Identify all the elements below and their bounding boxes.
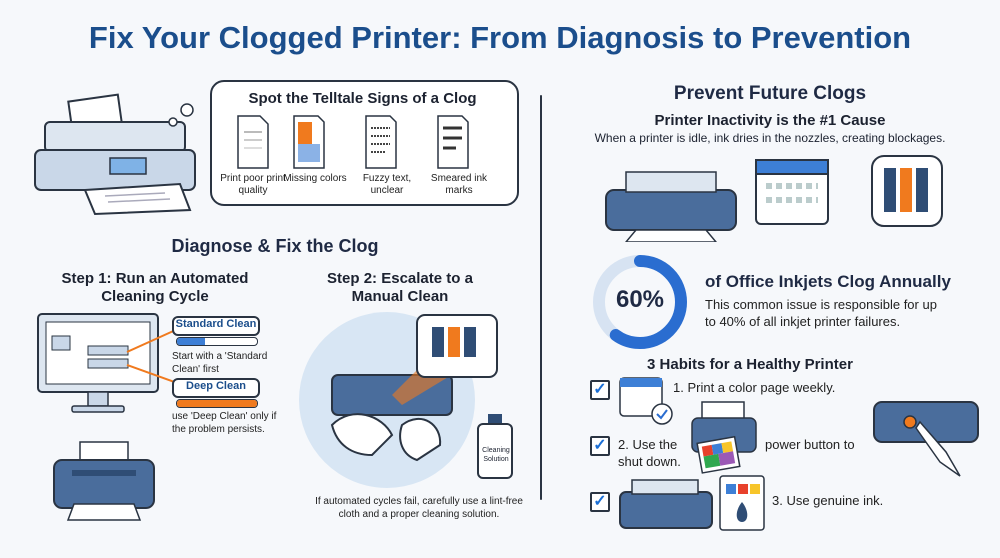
standard-clean-desc: Start with a 'Standard Clean' first xyxy=(172,351,268,375)
calendar-icon xyxy=(755,159,829,225)
manual-clean-illustration xyxy=(299,312,498,488)
thought-dots-icon xyxy=(168,103,194,127)
diagnose-heading: Diagnose & Fix the Clog xyxy=(171,236,379,256)
habit1-checkbox[interactable]: ✓ xyxy=(590,380,610,400)
missing-color-page-icon xyxy=(293,115,325,169)
habit2-text-c: power button to xyxy=(765,437,855,452)
step1-heading: Step 1: Run an Automated Cleaning Cycle xyxy=(61,270,249,305)
smeared-page-icon xyxy=(437,115,469,169)
section-divider xyxy=(540,95,542,500)
dusty-printer-icon xyxy=(605,171,737,242)
power-button-icon xyxy=(873,401,979,477)
small-printer-icon xyxy=(53,441,155,521)
page-title: Fix Your Clogged Printer: From Diagnosis… xyxy=(88,20,912,55)
step2-desc: If automated cycles fail, carefully use … xyxy=(315,496,523,520)
habit3-text: 3. Use genuine ink. xyxy=(772,493,884,508)
deep-clean-desc: use 'Deep Clean' only if the problem per… xyxy=(172,411,277,435)
sign-icons xyxy=(237,115,469,169)
standard-clean-button[interactable]: Standard Clean xyxy=(172,316,260,336)
habits-heading: 3 Habits for a Healthy Printer xyxy=(647,356,853,373)
color-print-printer-icon xyxy=(691,401,757,474)
monitor-icon xyxy=(37,313,159,413)
prevent-heading: Prevent Future Clogs xyxy=(673,83,867,104)
habit3-checkbox[interactable]: ✓ xyxy=(590,492,610,512)
fuzzy-text-page-icon xyxy=(365,115,397,169)
stat-ring xyxy=(593,255,687,349)
deep-clean-progress xyxy=(176,399,258,408)
habit2-text-b: shut down. xyxy=(618,454,681,469)
cartridge-closeup-icon xyxy=(871,155,943,227)
cleaning-bottle-icon xyxy=(477,414,513,479)
sign-label-poor: Print poor print quality xyxy=(220,173,286,196)
stat-value: 60% xyxy=(615,286,665,313)
step2-heading: Step 2: Escalate to a Manual Clean xyxy=(327,270,473,305)
sign-label-fuzzy: Fuzzy text, unclear xyxy=(362,173,412,196)
printer-illustration xyxy=(34,93,196,216)
bottle-label: Cleaning Solution xyxy=(482,447,510,463)
deep-clean-button[interactable]: Deep Clean xyxy=(172,378,260,398)
habit2-text-a: 2. Use the xyxy=(618,437,678,452)
habit2-checkbox[interactable]: ✓ xyxy=(590,436,610,456)
sign-label-smeared: Smeared ink marks xyxy=(430,173,488,196)
inactivity-illustration xyxy=(605,155,943,242)
faded-page-icon xyxy=(237,115,269,169)
signs-heading: Spot the Telltale Signs of a Clog xyxy=(248,90,477,107)
cause-heading: Printer Inactivity is the #1 Cause xyxy=(654,112,886,129)
sign-label-missing: Missing colors xyxy=(283,173,347,184)
genuine-ink-icon xyxy=(619,475,765,531)
standard-clean-progress xyxy=(176,337,258,346)
stat-desc: This common issue is responsible for up … xyxy=(705,297,937,329)
cause-desc: When a printer is idle, ink dries in the… xyxy=(594,131,946,145)
calendar-check-icon xyxy=(619,377,673,425)
stat-heading: of Office Inkjets Clog Annually xyxy=(705,272,951,291)
habit1-text: 1. Print a color page weekly. xyxy=(673,380,836,395)
connector-lines xyxy=(126,327,181,385)
